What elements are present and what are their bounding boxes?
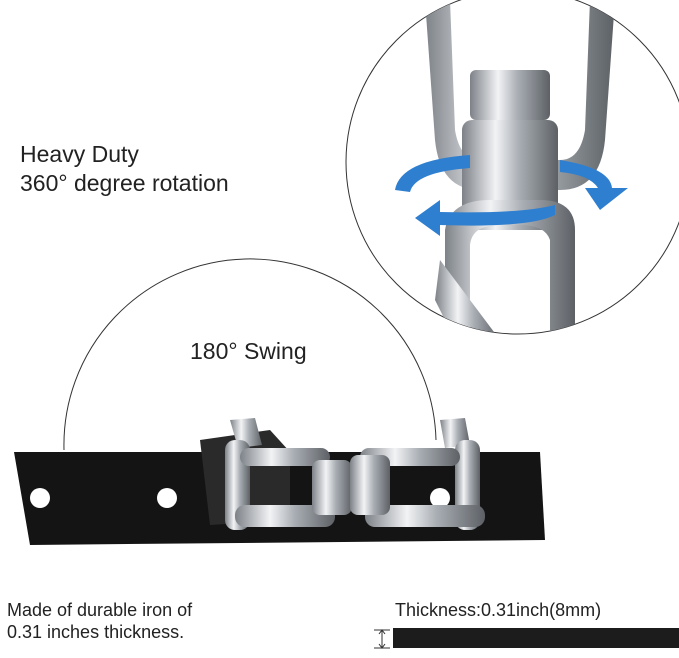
swing-arc: [63, 258, 437, 451]
thickness-diagram: [374, 628, 679, 649]
thickness-label: Thickness:0.31inch(8mm): [395, 600, 602, 620]
rotation-arrow-top: [560, 160, 628, 210]
swing-label: 180° Swing: [190, 338, 307, 364]
rotation-feature-line2: 360° degree rotation: [20, 170, 229, 196]
swivel-hardware: [225, 418, 485, 530]
material-line1: Made of durable iron of: [7, 600, 193, 620]
rotation-arrow-back: [395, 155, 470, 192]
rotation-detail-circle: [345, 0, 679, 335]
rotation-arrow-front: [415, 200, 555, 236]
material-line2: 0.31 inches thickness.: [7, 622, 185, 642]
rotation-feature-line1: Heavy Duty: [20, 141, 139, 167]
